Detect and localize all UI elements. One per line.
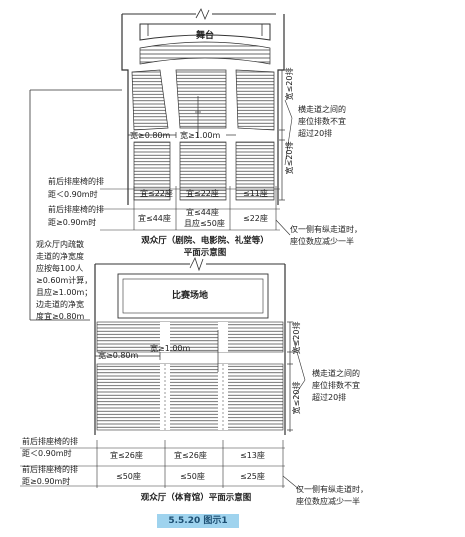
seats-close-right-top: ≤11座 xyxy=(243,188,268,198)
seats-far-center-top-b: 且应≤50座 xyxy=(184,218,225,228)
side-note-bottom-line2: 座位数应减少一半 xyxy=(296,496,360,506)
middle-note-line7: 度宜≥0.80m xyxy=(36,311,85,321)
rows-limit-top-1: 宽≤20排 xyxy=(284,68,294,101)
rows-note-top-line3: 超过20排 xyxy=(298,128,332,138)
seats-far-right-top: ≤22座 xyxy=(243,213,268,223)
seats-close-right-bottom: ≤13座 xyxy=(240,450,265,460)
seats-close-left-bottom: 宜≤26座 xyxy=(110,450,143,460)
rows-note-bottom-line1: 横走道之间的 xyxy=(312,368,360,378)
title-bottom: 观众厅（体育馆）平面示意图 xyxy=(141,492,252,503)
rows-limit-top-2: 宽≤20排 xyxy=(284,142,294,175)
row-label-bottom-1a: 前后排座椅的排 xyxy=(22,436,78,446)
side-note-top-line1: 仅一侧有纵走道时， xyxy=(290,224,362,234)
rows-note-bottom-line3: 超过20排 xyxy=(312,392,346,402)
row-label-top-1a: 前后排座椅的排 xyxy=(48,176,104,186)
stage xyxy=(139,23,271,41)
side-note-top-line2: 座位数应减少一半 xyxy=(290,236,354,246)
title-top-line2: 平面示意图 xyxy=(184,247,227,258)
aisle-width-label-top: 宽≥0.80m xyxy=(130,130,171,140)
middle-note-line6: 边走道的净宽 xyxy=(36,299,84,309)
cross-aisle-label-top: 宽≥1.00m xyxy=(180,130,221,140)
seat-block-left-lower xyxy=(133,141,171,201)
rows-note-top-line1: 横走道之间的 xyxy=(298,104,346,114)
rows-limit-bottom-2: 宽≤20排 xyxy=(291,382,301,415)
arena-field xyxy=(117,273,269,319)
row-label-top-2b: 距≥0.90m时 xyxy=(48,217,96,227)
aisle-width-label-bottom: 宽≥0.80m xyxy=(98,350,139,360)
arena-plan xyxy=(20,256,306,491)
row-label-top-1b: 距＜0.90m时 xyxy=(48,189,98,199)
seats-far-center-bottom: ≤50座 xyxy=(180,471,205,481)
row-label-top-2a: 前后排座椅的排 xyxy=(48,204,104,214)
seat-block-center-lower xyxy=(179,141,227,201)
seats-close-center-bottom: 宜≤26座 xyxy=(174,450,207,460)
front-seat-block xyxy=(139,41,271,65)
stage-label: 舞台 xyxy=(196,29,214,41)
side-note-bottom-line1: 仅一侧有纵走道时， xyxy=(296,484,368,494)
seat-block-right-lower xyxy=(235,141,275,201)
middle-note-line5: 且应≥1.00m； xyxy=(36,287,92,297)
seats-close-left-top: 宜≤22座 xyxy=(140,188,173,198)
row-label-bottom-2a: 前后排座椅的排 xyxy=(22,464,78,474)
arena-label: 比赛场地 xyxy=(172,289,208,301)
seat-band-upper xyxy=(96,321,284,353)
row-label-bottom-1b: 距＜0.90m时 xyxy=(22,448,72,458)
rows-note-top-line2: 座位排数不宜 xyxy=(298,116,346,126)
seat-block-left-upper xyxy=(131,69,169,131)
middle-note-line3: 应按每100人 xyxy=(36,263,83,273)
middle-note-line1: 观众厅内疏散 xyxy=(36,239,84,249)
title-top-line1: 观众厅（剧院、电影院、礼堂等） xyxy=(141,235,269,246)
seat-band-lower xyxy=(96,363,284,431)
seat-block-center-upper xyxy=(175,69,227,129)
theatre-plan xyxy=(100,8,293,236)
middle-note-line2: 走道的净宽度 xyxy=(36,251,84,261)
seats-far-center-top-a: 宜≤44座 xyxy=(186,207,219,217)
row-label-bottom-2b: 距≥0.90m时 xyxy=(22,476,70,486)
seats-close-center-top: 宜≤22座 xyxy=(186,188,219,198)
seat-block-right-upper xyxy=(235,69,275,131)
seats-far-left-top: 宜≤44座 xyxy=(138,213,171,223)
figure-caption: 5.5.20 图示1 xyxy=(157,514,239,528)
middle-note-line4: ≥0.60m计算， xyxy=(36,275,92,285)
cross-aisle-label-bottom: 宽≥1.00m xyxy=(150,343,191,353)
seats-far-left-bottom: ≤50座 xyxy=(116,471,141,481)
seats-far-right-bottom: ≤25座 xyxy=(240,471,265,481)
rows-note-bottom-line2: 座位排数不宜 xyxy=(312,380,360,390)
rows-limit-bottom-1: 宽≤20排 xyxy=(291,322,301,355)
